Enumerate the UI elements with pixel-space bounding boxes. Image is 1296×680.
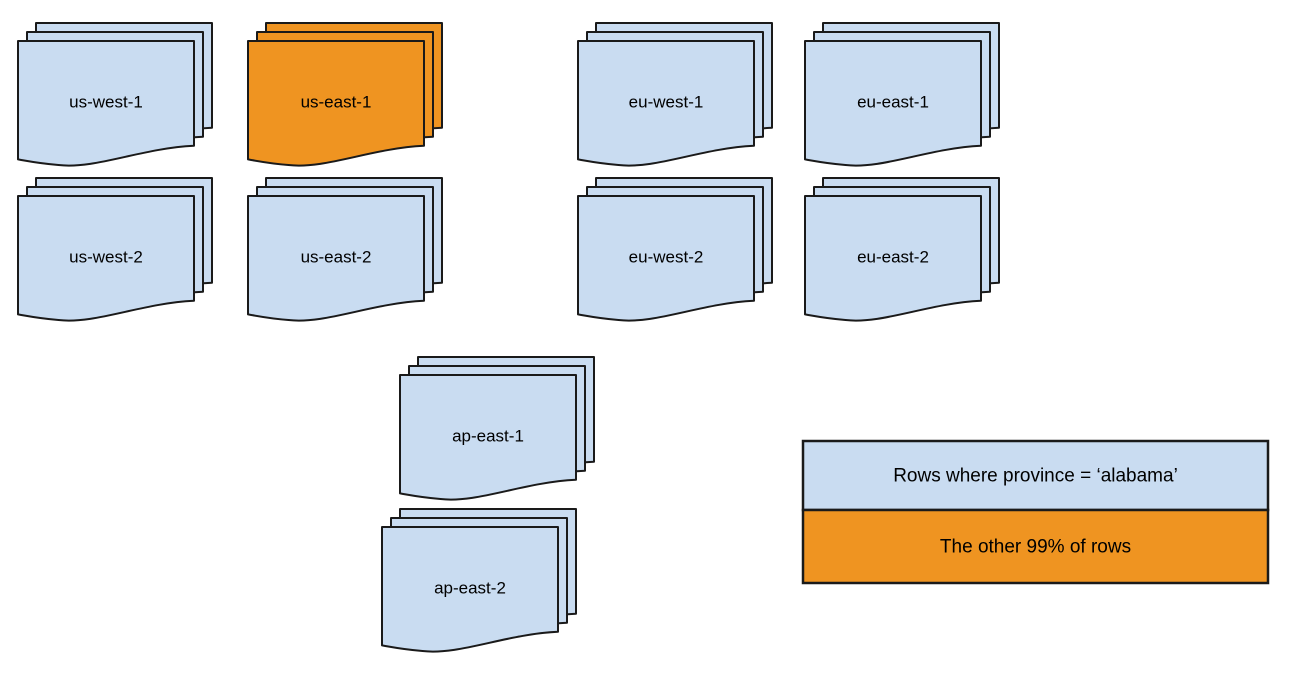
document-stack-label: eu-west-1 <box>629 92 704 111</box>
document-stack-label: us-west-1 <box>69 92 143 111</box>
legend-row-blue-label: Rows where province = ‘alabama’ <box>893 466 1178 487</box>
document-stack-label: ap-east-1 <box>452 426 524 445</box>
document-stack-label: us-east-2 <box>301 247 372 266</box>
document-sheet-front <box>247 195 425 322</box>
document-sheet-front <box>17 195 195 322</box>
document-stack-eu-west-2[interactable]: eu-west-2 <box>577 177 773 322</box>
document-stack-label: ap-east-2 <box>434 578 506 597</box>
document-stack-ap-east-2[interactable]: ap-east-2 <box>381 508 577 653</box>
document-stack-label: eu-east-1 <box>857 92 929 111</box>
legend-row-orange-swatch <box>801 508 1270 585</box>
document-stack-eu-west-1[interactable]: eu-west-1 <box>577 22 773 167</box>
document-stack-eu-east-1[interactable]: eu-east-1 <box>804 22 1000 167</box>
document-sheet-front <box>577 195 755 322</box>
document-stacks-layer: us-west-1 us-east-1 eu-west-1 eu-east-1 us-w… <box>17 22 1000 653</box>
document-stack-label: us-east-1 <box>301 92 372 111</box>
document-stack-label: eu-west-2 <box>629 247 704 266</box>
document-stack-eu-east-2[interactable]: eu-east-2 <box>804 177 1000 322</box>
document-sheet-front <box>577 40 755 167</box>
document-sheet-front <box>804 195 982 322</box>
document-stack-ap-east-1[interactable]: ap-east-1 <box>399 356 595 501</box>
document-stack-us-east-2[interactable]: us-east-2 <box>247 177 443 322</box>
document-sheet-front <box>399 374 577 501</box>
document-stack-label: eu-east-2 <box>857 247 929 266</box>
legend-row-orange-label: The other 99% of rows <box>940 537 1131 558</box>
document-sheet-front <box>247 40 425 167</box>
document-sheet-front <box>804 40 982 167</box>
document-stack-us-west-2[interactable]: us-west-2 <box>17 177 213 322</box>
document-sheet-front <box>381 526 559 653</box>
document-sheet-front <box>17 40 195 167</box>
legend: Rows where province = ‘alabama’ The other… <box>801 439 1270 585</box>
document-stack-us-east-1[interactable]: us-east-1 <box>247 22 443 167</box>
legend-row-blue-swatch <box>801 439 1270 512</box>
document-stack-us-west-1[interactable]: us-west-1 <box>17 22 213 167</box>
document-stack-label: us-west-2 <box>69 247 143 266</box>
